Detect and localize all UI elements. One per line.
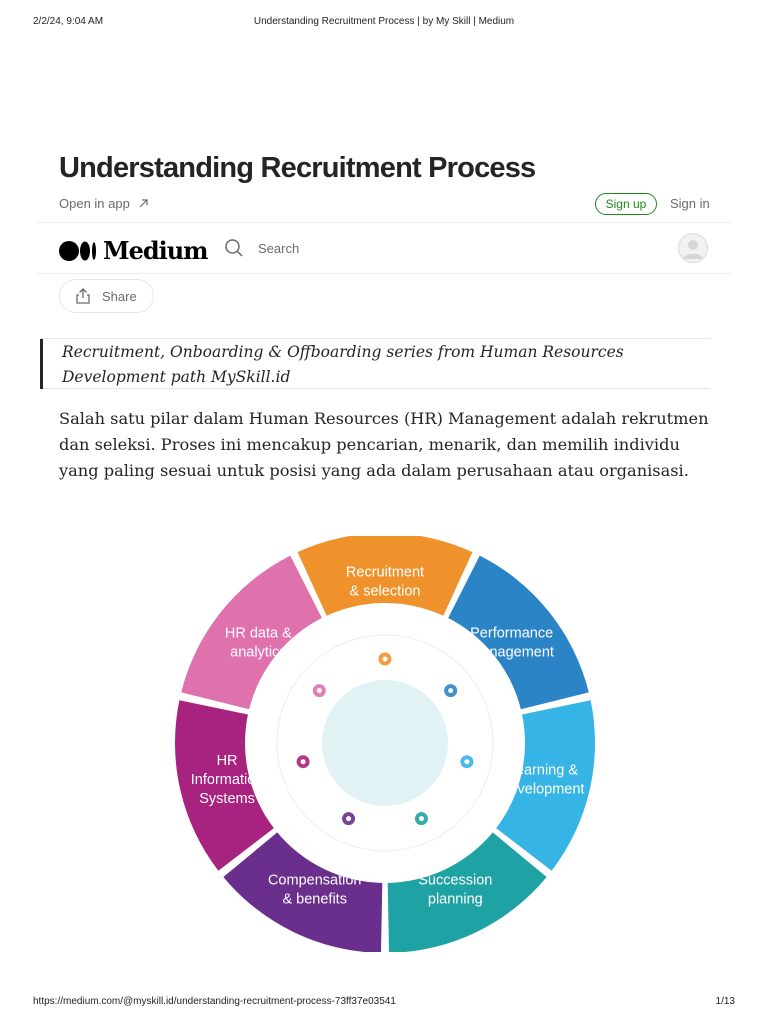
segment-label: HR xyxy=(217,753,238,769)
print-header: 2/2/24, 9:04 AM Understanding Recruitmen… xyxy=(33,16,735,30)
divider xyxy=(36,222,732,223)
segment-label: & selection xyxy=(350,584,421,600)
print-date: 2/2/24, 9:04 AM xyxy=(33,16,104,27)
segment-label: Recruitment xyxy=(346,565,424,581)
wheel-segment: HR data & analytics xyxy=(181,555,326,710)
wheel-segment: Succession planning xyxy=(387,812,547,952)
segment-label: Succession xyxy=(418,872,492,888)
medium-logo-text: Medium xyxy=(103,236,209,265)
search-field[interactable]: Search xyxy=(224,238,299,258)
segment-label: development xyxy=(501,782,584,798)
network-gear-icon xyxy=(296,755,310,769)
quote-bar xyxy=(40,339,43,389)
center-disc xyxy=(322,680,448,806)
print-url: https://medium.com/@myskill.id/understan… xyxy=(33,996,396,1007)
external-arrow-icon xyxy=(139,199,148,208)
segment-label: Systems xyxy=(199,791,255,807)
wheel-segment: Performance management xyxy=(444,555,589,710)
open-in-app-label: Open in app xyxy=(59,196,130,211)
print-page-title: Understanding Recruitment Process | by M… xyxy=(253,16,515,27)
segment-shape xyxy=(174,700,274,871)
share-button[interactable]: Share xyxy=(59,279,154,313)
segment-shape xyxy=(448,555,589,710)
share-label: Share xyxy=(102,288,137,304)
segment-label: Performance xyxy=(470,625,553,641)
medium-logo-icon xyxy=(59,240,97,261)
article-subtitle-quote: Recruitment, Onboarding & Offboarding se… xyxy=(40,338,710,389)
segment-label: planning xyxy=(428,891,483,907)
user-silhouette-icon xyxy=(678,233,708,263)
segment-label: HR data & xyxy=(225,625,292,641)
segment-label: Information xyxy=(191,772,264,788)
segment-shape xyxy=(181,555,322,710)
article-title: Understanding Recruitment Process xyxy=(59,152,536,184)
gauge-icon xyxy=(444,684,458,698)
recruit-icon xyxy=(378,652,392,666)
sign-in-link[interactable]: Sign in xyxy=(670,196,710,211)
intro-paragraph: Salah satu pilar dalam Human Resources (… xyxy=(59,409,709,480)
wheel-segment: Learning & development xyxy=(460,700,595,871)
segment-label: management xyxy=(469,644,554,660)
segment-shape xyxy=(387,832,547,952)
bar-chart-icon xyxy=(312,684,326,698)
wheel-segment: Recruitment & selection xyxy=(297,536,473,666)
search-icon xyxy=(225,239,243,257)
open-in-app-link[interactable]: Open in app xyxy=(59,196,149,211)
segment-shape xyxy=(297,536,473,616)
segment-label: Learning & xyxy=(508,763,578,779)
graduation-cap-icon xyxy=(460,755,474,769)
quote-text: Recruitment, Onboarding & Offboarding se… xyxy=(62,343,624,386)
segment-label: & benefits xyxy=(282,891,347,907)
divider xyxy=(36,273,732,274)
avatar[interactable] xyxy=(678,233,708,263)
search-placeholder: Search xyxy=(258,240,300,256)
share-icon xyxy=(76,288,90,304)
segment-label: analytics xyxy=(230,644,286,660)
money-hand-icon xyxy=(342,812,356,826)
page-number: 1/13 xyxy=(715,996,735,1007)
segment-shape xyxy=(496,700,595,871)
chess-knight-icon xyxy=(414,812,428,826)
wheel-segment: Compensation & benefits xyxy=(223,812,383,952)
segment-label: Compensation xyxy=(268,872,362,888)
segment-shape xyxy=(223,832,383,952)
medium-logo[interactable]: Medium xyxy=(59,236,209,265)
sign-up-button[interactable]: Sign up xyxy=(595,193,657,215)
